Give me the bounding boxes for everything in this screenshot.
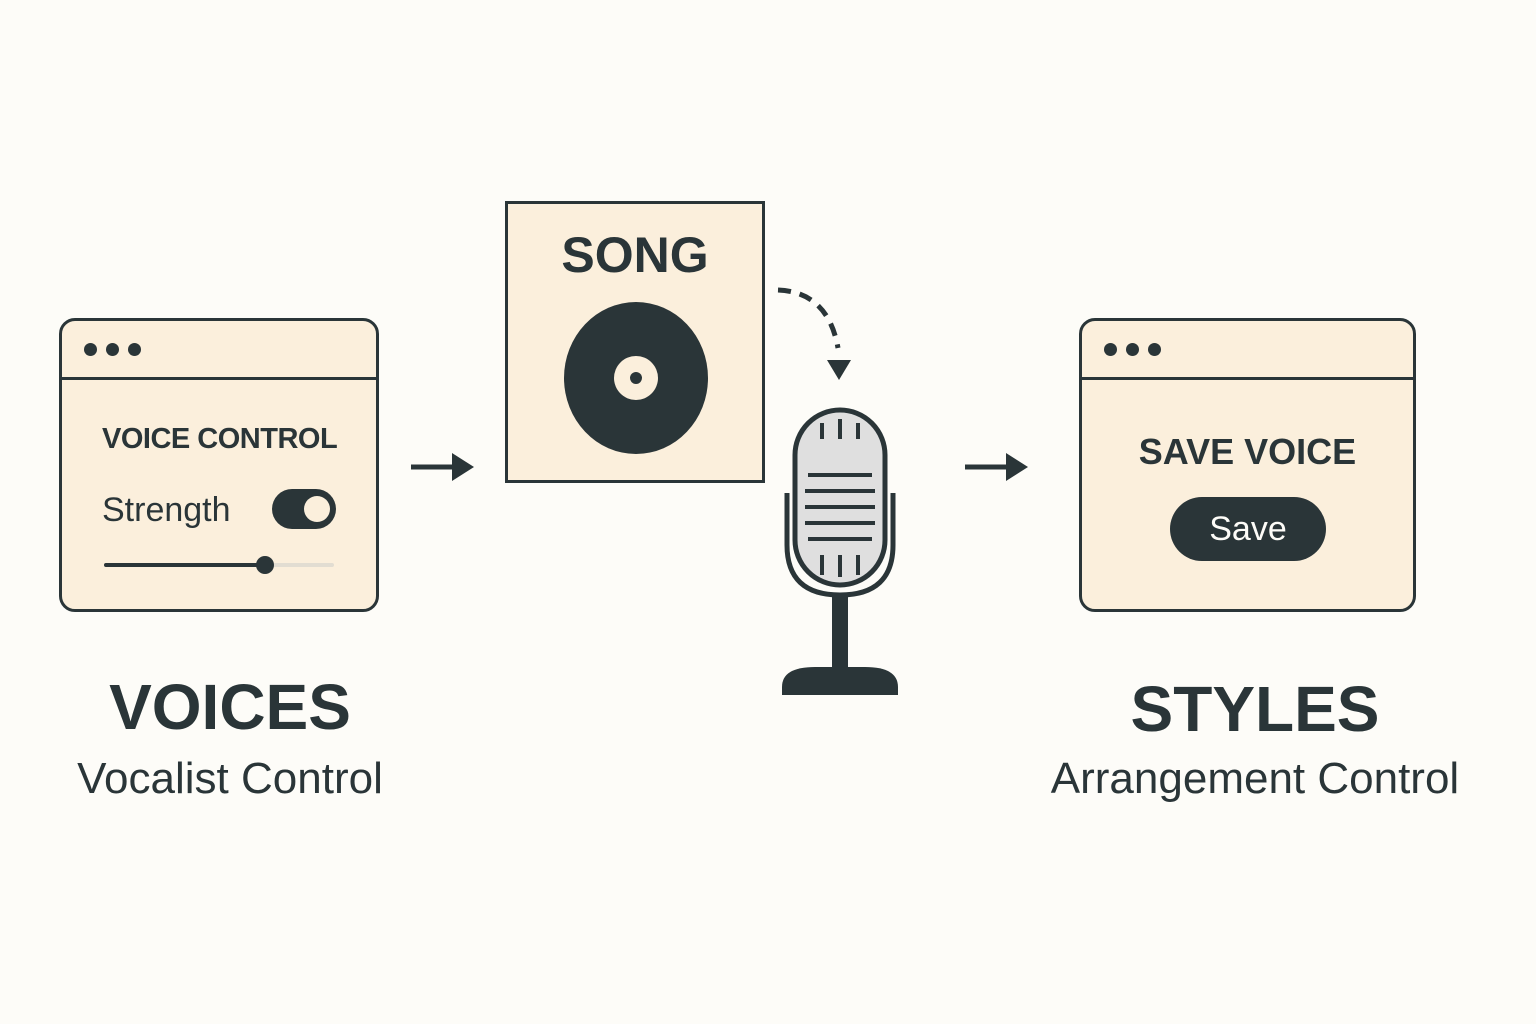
window-title-bar <box>1082 321 1413 380</box>
song-title: SONG <box>561 227 709 283</box>
save-voice-window: SAVE VOICE Save <box>1079 318 1416 612</box>
voices-caption: VOICES <box>109 671 351 743</box>
song-card: SONG <box>505 201 765 483</box>
arrow-right-icon <box>411 453 474 481</box>
save-button[interactable]: Save <box>1170 497 1326 561</box>
window-dot-icon <box>106 343 119 356</box>
arrow-right-icon <box>965 453 1028 481</box>
toggle-knob <box>304 496 330 522</box>
window-title-bar <box>62 321 376 380</box>
strength-toggle[interactable] <box>272 489 336 529</box>
window-dot-icon <box>84 343 97 356</box>
slider-thumb[interactable] <box>256 556 274 574</box>
window-dot-icon <box>128 343 141 356</box>
vinyl-record-icon <box>564 302 708 454</box>
voice-control-window: VOICE CONTROL Strength <box>59 318 379 612</box>
microphone-icon <box>782 407 898 695</box>
window-dot-icon <box>1126 343 1139 356</box>
voices-subtitle: Vocalist Control <box>77 754 383 803</box>
save-voice-title: SAVE VOICE <box>1138 431 1357 472</box>
styles-subtitle: Arrangement Control <box>1050 754 1460 803</box>
strength-label: Strength <box>102 491 231 529</box>
dashed-curved-arrow-icon <box>777 287 851 380</box>
window-dot-icon <box>1148 343 1161 356</box>
strength-slider[interactable] <box>104 556 334 574</box>
slider-fill <box>104 563 265 567</box>
window-dot-icon <box>1104 343 1117 356</box>
styles-caption: STYLES <box>1130 673 1380 745</box>
voice-control-title: VOICE CONTROL <box>102 423 338 455</box>
